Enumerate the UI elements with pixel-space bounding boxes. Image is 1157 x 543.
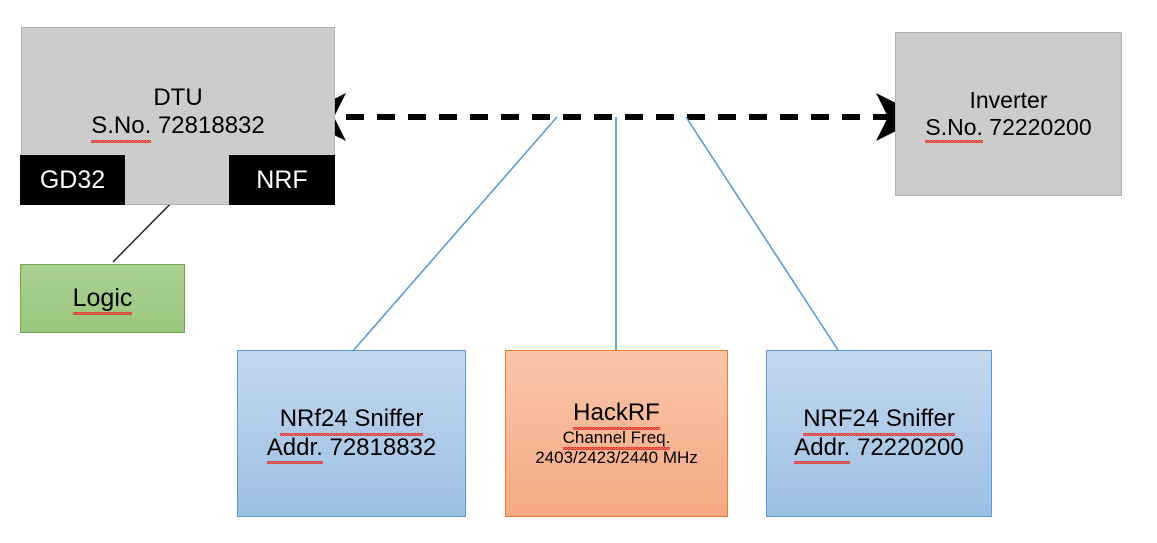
sniffer-left-addr-label: Addr.: [266, 433, 323, 465]
sniffer-left-addr-value: 72818832: [329, 433, 437, 461]
hackrf-channel-label-text: Channel Freq.: [562, 427, 671, 450]
inverter-title: Inverter: [969, 86, 1048, 113]
sniffer-right-tap-line: [685, 116, 839, 351]
dtu-serial-label: S.No.: [91, 112, 152, 143]
sniffer-left-title-text: NRf24 Sniffer: [279, 405, 424, 436]
gd32-label: GD32: [39, 165, 106, 194]
sniffer-left-block[interactable]: NRf24 Sniffer Addr. 72818832: [237, 350, 466, 517]
inverter-serial: S.No. 72220200: [925, 114, 1092, 144]
dtu-serial: S.No. 72818832: [91, 112, 265, 143]
sniffer-right-addr-label: Addr.: [794, 433, 851, 465]
sniffer-right-addr-value: 72220200: [856, 433, 964, 461]
dtu-serial-number: 72818832: [157, 112, 265, 140]
hackrf-frequencies: 2403/2423/2440 MHz: [535, 447, 698, 467]
sniffer-left-tap-line: [351, 116, 558, 353]
sniffer-right-title: NRF24 Sniffer: [803, 405, 955, 436]
inverter-serial-label: S.No.: [925, 114, 983, 144]
sniffer-right-address: Addr. 72220200: [794, 433, 964, 465]
hackrf-block[interactable]: HackRF Channel Freq. 2403/2423/2440 MHz: [505, 350, 728, 517]
logic-label: Logic: [72, 283, 133, 315]
inverter-block[interactable]: Inverter S.No. 72220200: [895, 32, 1122, 196]
nrf-label: NRF: [256, 165, 308, 194]
hackrf-title: HackRF: [573, 399, 660, 430]
gd32-chip[interactable]: GD32: [20, 155, 125, 205]
logic-analyzer-block[interactable]: Logic: [20, 264, 185, 333]
sniffer-right-title-text: NRF24 Sniffer: [803, 405, 955, 436]
hackrf-title-text: HackRF: [573, 399, 660, 430]
inverter-serial-number: 72220200: [989, 114, 1092, 140]
sniffer-left-title: NRf24 Sniffer: [279, 405, 424, 436]
hackrf-channel-label: Channel Freq.: [562, 427, 671, 450]
dtu-title: DTU: [153, 84, 203, 111]
nrf-chip[interactable]: NRF: [229, 155, 335, 205]
sniffer-left-address: Addr. 72818832: [266, 433, 437, 465]
sniffer-right-block[interactable]: NRF24 Sniffer Addr. 72220200: [766, 350, 992, 517]
